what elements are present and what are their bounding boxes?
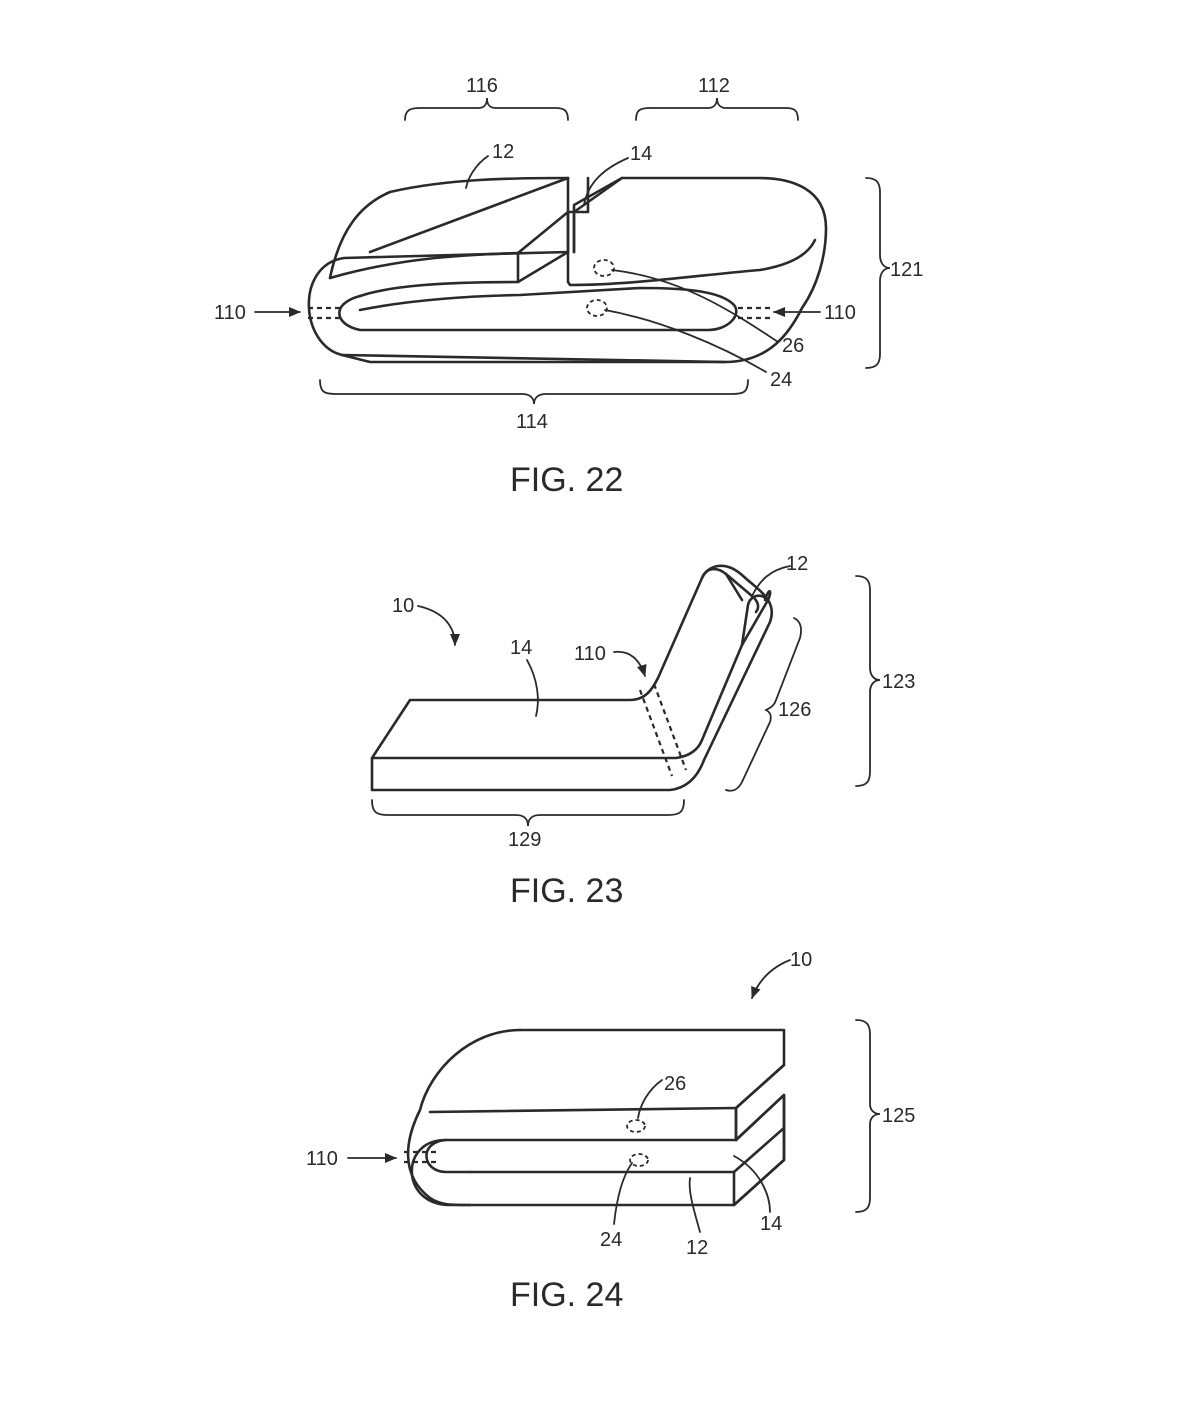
brace-125 [855,1019,881,1213]
ref-24: 24 [600,1229,622,1251]
folded-strip-fig22 [307,176,828,364]
ref-116: 116 [466,75,498,97]
ref-14: 14 [760,1213,782,1235]
brace-114 [319,379,749,405]
ref-12: 12 [492,141,514,163]
ref-10: 10 [790,949,812,971]
ref-110-left: 110 [214,302,246,324]
ref-114: 114 [516,411,548,433]
ref-121: 121 [890,259,923,281]
ref-14: 14 [510,637,532,659]
ref-26: 26 [664,1073,686,1095]
ref-129: 129 [508,829,541,851]
ref-10: 10 [392,595,414,617]
brace-126 [725,617,802,792]
hole-26 [626,1119,646,1133]
caption-fig-22: FIG. 22 [510,461,623,499]
ref-112: 112 [698,75,730,97]
brace-112 [635,97,799,121]
brace-129 [371,799,685,827]
ref-12: 12 [686,1237,708,1259]
ref-126: 126 [778,699,811,721]
ref-14: 14 [630,143,652,165]
bent-strip-fig23 [370,564,773,792]
hole-24 [586,299,608,317]
ref-110-right: 110 [824,302,856,324]
brace-123 [855,575,881,787]
figure-22: 116 112 12 14 121 110 110 26 24 114 FIG.… [214,75,923,499]
ref-12: 12 [786,553,808,575]
brace-121 [865,177,891,369]
ref-123: 123 [882,671,915,693]
ref-110: 110 [306,1148,338,1170]
caption-fig-23: FIG. 23 [510,872,623,910]
ref-125: 125 [882,1105,915,1127]
hole-26 [593,259,615,277]
ref-24: 24 [770,369,792,391]
hole-24 [629,1153,649,1167]
brace-116 [404,97,569,121]
figure-23: 12 10 14 110 123 126 129 FIG. 23 [370,553,915,910]
ref-26: 26 [782,335,804,357]
ref-110: 110 [574,643,606,665]
folded-strip-fig24 [404,1028,786,1207]
caption-fig-24: FIG. 24 [510,1276,623,1314]
figure-24: 10 26 125 110 24 12 14 FIG. 24 [306,949,915,1314]
